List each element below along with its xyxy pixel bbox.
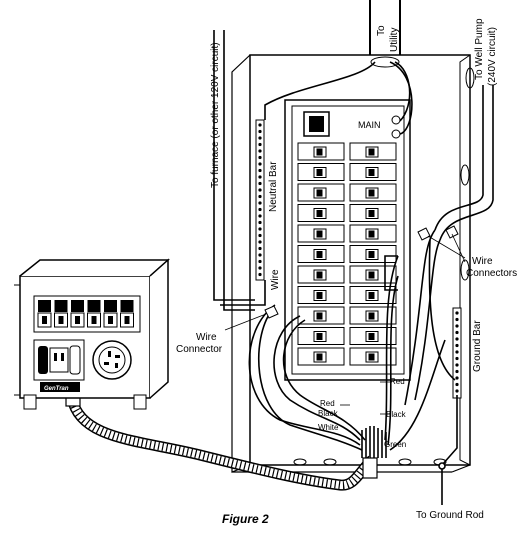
transfer-switch-breaker bbox=[37, 300, 52, 328]
neutral-bar-screw bbox=[258, 266, 262, 270]
panel-breaker bbox=[297, 265, 345, 284]
wire-label-green: Green bbox=[384, 440, 407, 449]
panel-breaker bbox=[297, 347, 345, 366]
panel-breaker bbox=[349, 142, 397, 161]
utility-cable bbox=[369, 0, 401, 60]
ground-bar-label: Ground Bar bbox=[472, 320, 483, 372]
flexible-conduit bbox=[65, 389, 378, 491]
ground-bar-screw bbox=[455, 363, 459, 367]
wire-connectors bbox=[264, 225, 459, 319]
neutral-bar-screw bbox=[258, 123, 262, 127]
neutral-bar-screw bbox=[258, 233, 262, 238]
neutral-bar-screw bbox=[258, 149, 262, 153]
branch-wiring bbox=[213, 30, 494, 451]
panel-breaker bbox=[297, 306, 345, 325]
ground-rod-wire bbox=[438, 395, 458, 505]
neutral-bar-screw bbox=[258, 181, 262, 186]
ground-bar-screw bbox=[455, 389, 459, 393]
panel-breaker bbox=[349, 245, 397, 263]
neutral-bar-screw bbox=[258, 259, 262, 264]
neutral-bar-screw bbox=[258, 194, 262, 199]
leader-lines bbox=[224, 233, 466, 331]
panel-breaker bbox=[297, 224, 345, 243]
transfer-switch-breaker bbox=[54, 300, 68, 328]
to-well-pump-label-line2: (240V circuit) bbox=[487, 27, 498, 86]
ground-bar-screw bbox=[455, 330, 459, 335]
wire-label-red-left: Red bbox=[320, 399, 335, 408]
wire-vertical-label: Wire bbox=[270, 269, 281, 290]
transfer-switch-breaker bbox=[87, 300, 101, 328]
neutral-bar-screw bbox=[258, 129, 262, 134]
wire-bundle bbox=[361, 426, 387, 458]
panel-breaker bbox=[349, 183, 397, 202]
wire-connector-label-line1: Wire bbox=[196, 332, 217, 343]
neutral-bar-screw bbox=[258, 142, 262, 147]
neutral-bar-screw bbox=[258, 207, 262, 212]
to-well-pump-label-line1: To Well Pump bbox=[474, 18, 485, 80]
to-ground-rod-label: To Ground Rod bbox=[416, 510, 484, 521]
ground-bar-screw bbox=[455, 356, 459, 361]
wire-label-white: White bbox=[318, 423, 339, 432]
panel-breaker bbox=[297, 327, 345, 345]
neutral-bar-screw bbox=[258, 162, 262, 166]
neutral-bar-screw bbox=[258, 136, 262, 140]
neutral-bar-screw bbox=[258, 214, 262, 218]
figure-caption: Figure 2 bbox=[222, 512, 269, 526]
neutral-bar-label: Neutral Bar bbox=[268, 161, 279, 212]
panel-breaker bbox=[349, 265, 397, 284]
neutral-bar-screw bbox=[258, 253, 262, 257]
wire-label-leaders bbox=[340, 381, 392, 415]
main-breaker-label: MAIN bbox=[358, 120, 381, 130]
panel-breaker bbox=[297, 142, 345, 161]
ground-bar-screw bbox=[455, 350, 459, 354]
neutral-bar-screw bbox=[258, 240, 262, 244]
ground-bar-screw bbox=[455, 382, 459, 387]
to-utility-label-line2: Utility bbox=[389, 27, 400, 52]
neutral-bar-screw bbox=[258, 175, 262, 179]
wire-connectors-label-line2: Connectors bbox=[466, 268, 518, 279]
transfer-switch bbox=[14, 258, 170, 410]
ground-bar-screw bbox=[455, 343, 459, 348]
panel-breaker bbox=[349, 204, 397, 222]
neutral-bar bbox=[255, 119, 265, 281]
ground-bar-screw bbox=[455, 324, 459, 328]
ground-bar-screw bbox=[455, 311, 459, 315]
ground-bar-screw bbox=[455, 376, 459, 380]
panel-breaker bbox=[349, 327, 397, 345]
neutral-bar-screw bbox=[258, 227, 262, 231]
panel-breaker bbox=[349, 224, 397, 243]
neutral-bar-screw bbox=[258, 220, 262, 225]
panel-breaker bbox=[297, 163, 345, 181]
ground-bar-screw bbox=[455, 369, 459, 374]
neutral-bar-screw bbox=[258, 155, 262, 160]
transfer-switch-breaker bbox=[70, 300, 85, 328]
wire-connectors-label-line1: Wire bbox=[472, 256, 493, 267]
panel-breaker bbox=[297, 286, 345, 304]
neutral-bar-screw bbox=[258, 168, 262, 173]
neutral-bar-screw bbox=[258, 201, 262, 205]
transfer-switch-brand-label: GenTran bbox=[44, 386, 69, 392]
transfer-switch-breaker bbox=[120, 300, 134, 328]
to-furnace-label: To furnace (or other 120V circuit) bbox=[210, 42, 221, 188]
neutral-bar-screw bbox=[258, 188, 262, 192]
panel-breaker bbox=[349, 163, 397, 181]
wire-label-black-right: Black bbox=[386, 410, 406, 419]
ground-bar bbox=[452, 307, 462, 399]
panel-breaker bbox=[297, 245, 345, 263]
wire-connector-label-line2: Connector bbox=[176, 344, 223, 355]
to-utility-label-line1: To bbox=[376, 25, 387, 36]
ground-bar-screw bbox=[455, 317, 459, 322]
ground-bar-screw bbox=[455, 337, 459, 341]
panel-breaker bbox=[349, 347, 397, 366]
panel-breaker bbox=[297, 204, 345, 222]
wire-label-black-left: Black bbox=[318, 409, 338, 418]
panel-breaker bbox=[349, 306, 397, 325]
transfer-switch-breakers bbox=[37, 300, 134, 328]
neutral-bar-screw bbox=[258, 272, 262, 277]
wire-label-red-right-top: Red bbox=[390, 377, 405, 386]
panel-breaker bbox=[297, 183, 345, 202]
transfer-switch-breaker bbox=[103, 300, 118, 328]
neutral-bar-screw bbox=[258, 246, 262, 251]
